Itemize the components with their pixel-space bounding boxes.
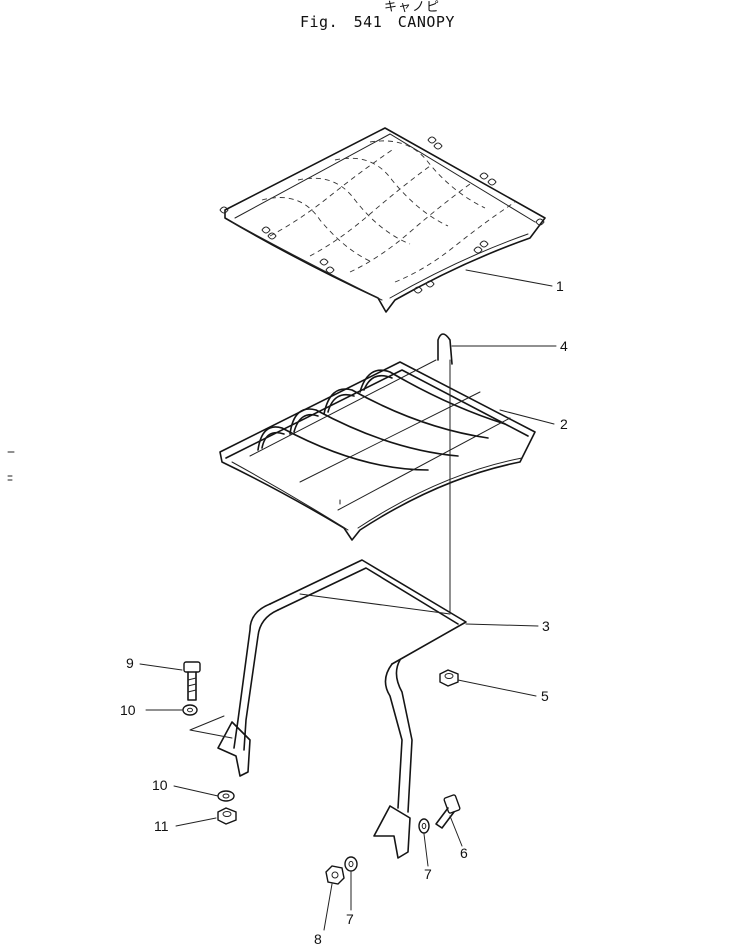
callout-10a: 10 — [120, 702, 136, 718]
washer-part-10-upper — [182, 704, 233, 739]
nut-part-5 — [439, 669, 459, 687]
bolt-part-6 — [435, 794, 461, 829]
callout-3: 3 — [542, 618, 550, 634]
callout-2: 2 — [560, 416, 568, 432]
nut-part-8 — [325, 865, 345, 885]
nut-part-11 — [217, 807, 237, 825]
u-bolt-part — [437, 333, 453, 613]
canopy-cover-part — [219, 127, 546, 313]
callout-7a: 7 — [424, 866, 432, 882]
washer-part-7-right — [418, 818, 430, 834]
washer-part-7-left — [344, 856, 358, 872]
callout-5: 5 — [541, 688, 549, 704]
japanese-title: キャノピ — [384, 0, 441, 15]
callout-8: 8 — [314, 931, 322, 947]
callout-9: 9 — [126, 655, 134, 671]
callout-10b: 10 — [152, 777, 168, 793]
callout-11: 11 — [154, 818, 169, 834]
bolt-part-9 — [183, 661, 201, 701]
callout-6: 6 — [460, 845, 468, 861]
callout-1: 1 — [556, 278, 564, 294]
washer-part-10-lower — [217, 790, 235, 802]
figure-title: Fig. 541 CANOPY — [300, 13, 455, 31]
roof-frame-part — [219, 359, 536, 541]
callout-7b: 7 — [346, 911, 354, 927]
support-frame-part — [217, 559, 467, 859]
callout-4: 4 — [560, 338, 568, 354]
leader-lines — [7, 269, 557, 931]
